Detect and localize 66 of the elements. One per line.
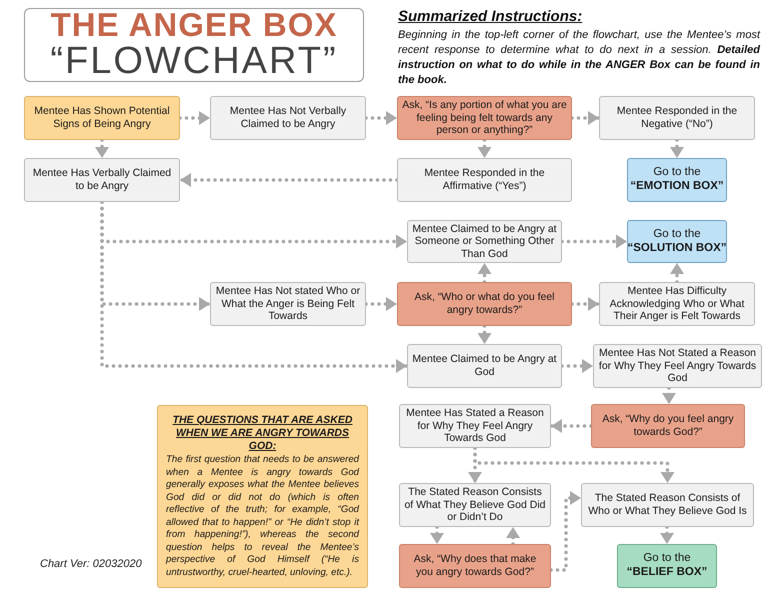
instructions-text: Beginning in the top-left corner of the flowchart, use the Mentee’s most recent response to determine what to do next in a session. Detailed instruction on what to do while in the ANGER Box can be found in the book. xyxy=(398,28,760,88)
dotted-arrow xyxy=(549,491,583,572)
dotted-arrow xyxy=(478,324,492,346)
box-text: Mentee Has Stated a Reason for Why They Feel Angry Towards God xyxy=(405,407,545,445)
note-box xyxy=(157,405,368,588)
dotted-arrow xyxy=(570,111,601,125)
dotted-arrow xyxy=(662,386,676,406)
process-box xyxy=(581,483,754,527)
dotted-arrow xyxy=(364,297,399,311)
instructions-heading: Summarized Instructions: xyxy=(398,8,582,25)
box-text: Ask, “Who or what do you feel angry towards?” xyxy=(413,291,556,317)
process-box xyxy=(599,96,755,140)
dotted-arrow xyxy=(549,419,593,433)
destination-box xyxy=(627,220,727,263)
dotted-arrow xyxy=(506,525,520,546)
box-text: Go to the “EMOTION BOX” xyxy=(630,166,724,194)
dotted-arrow xyxy=(430,525,444,546)
note-text: The first question that needs to be answered when a Mentee is angry towards God generally exposes what the Mentee believes God did or did not do (which is often reflective of the truth; for example, “God allowed that to happen!” or “He didn’t stop it from happening!”), whereas the second question helps to reveal the Mentee’s perspective of God Himself (“He is untrustworthy, cruel-hearted, unloving, etc.). xyxy=(166,454,359,580)
version-text: Chart Ver: 02032020 xyxy=(40,558,142,570)
box-text: Mentee Responded in the Negative (“No”) xyxy=(616,105,738,131)
destination-box xyxy=(627,158,727,202)
box-text: Ask, “Is any portion of what you are feeling being felt towards any person or anything?” xyxy=(402,99,567,137)
dotted-arrow xyxy=(570,297,601,311)
box-text: Go to the “SOLUTION BOX” xyxy=(627,228,727,256)
dotted-arrow xyxy=(670,138,684,160)
box-text: Mentee Claimed to be Angry at Someone or Something Other Than God xyxy=(412,222,557,260)
box-text: The Stated Reason Consists of What They Believe God Did or Didn’t Do xyxy=(404,486,546,524)
process-box xyxy=(591,404,745,448)
dotted-arrow xyxy=(95,138,109,160)
box-text: Ask, “Why do you feel angry towards God?” xyxy=(601,413,735,439)
box-text: The Stated Reason Consists of Who or What They Believe God Is xyxy=(587,492,748,518)
title-text: THE ANGER BOX xyxy=(50,8,338,42)
box-text: Mentee Has Not Verbally Claimed to be Angry xyxy=(228,105,348,131)
process-box xyxy=(210,96,366,140)
dotted-arrow xyxy=(478,261,492,284)
process-box xyxy=(399,404,551,448)
process-box xyxy=(397,158,572,202)
dotted-arrow xyxy=(364,111,399,125)
box-text: Mentee Has Shown Potential Signs of Being Angry xyxy=(33,105,171,131)
dotted-arrow xyxy=(178,173,399,187)
box-text: Mentee Has Not Stated a Reason for Why They Feel Angry Towards God xyxy=(598,347,757,385)
box-text: Mentee Claimed to be Angry at God xyxy=(412,353,557,379)
destination-box xyxy=(617,544,717,588)
box-text: Mentee Has Not stated Who or What the Anger is Being Felt Towards xyxy=(215,285,361,323)
subtitle-text: “FLOWCHART” xyxy=(50,42,338,82)
process-box xyxy=(599,282,755,326)
dotted-arrow xyxy=(660,525,674,546)
box-text: Ask, “Why does that make you angry towards God?” xyxy=(412,553,538,579)
dotted-arrow xyxy=(100,200,409,373)
dotted-arrow xyxy=(478,138,492,160)
process-box xyxy=(407,344,562,388)
note-heading: THE QUESTIONS THAT ARE ASKED WHEN WE ARE ANGRY TOWARDS GOD: xyxy=(172,414,354,454)
dotted-arrow xyxy=(178,111,212,125)
box-text: Go to the “BELIEF BOX” xyxy=(626,552,708,580)
title-box xyxy=(24,8,364,82)
dotted-arrow xyxy=(473,446,674,485)
dotted-arrow xyxy=(560,359,595,373)
process-box xyxy=(24,158,180,202)
box-text: Mentee Has Difficulty Acknowledging Who or What Their Anger is Felt Towards xyxy=(608,285,746,323)
process-box xyxy=(399,544,551,588)
dotted-arrow xyxy=(670,261,684,284)
box-text: Mentee Responded in the Affirmative (“Yes”) xyxy=(423,167,546,193)
process-box xyxy=(397,282,572,326)
process-box xyxy=(24,96,180,140)
box-text: Mentee Has Verbally Claimed to be Angry xyxy=(32,167,172,193)
dotted-arrow xyxy=(560,234,629,248)
